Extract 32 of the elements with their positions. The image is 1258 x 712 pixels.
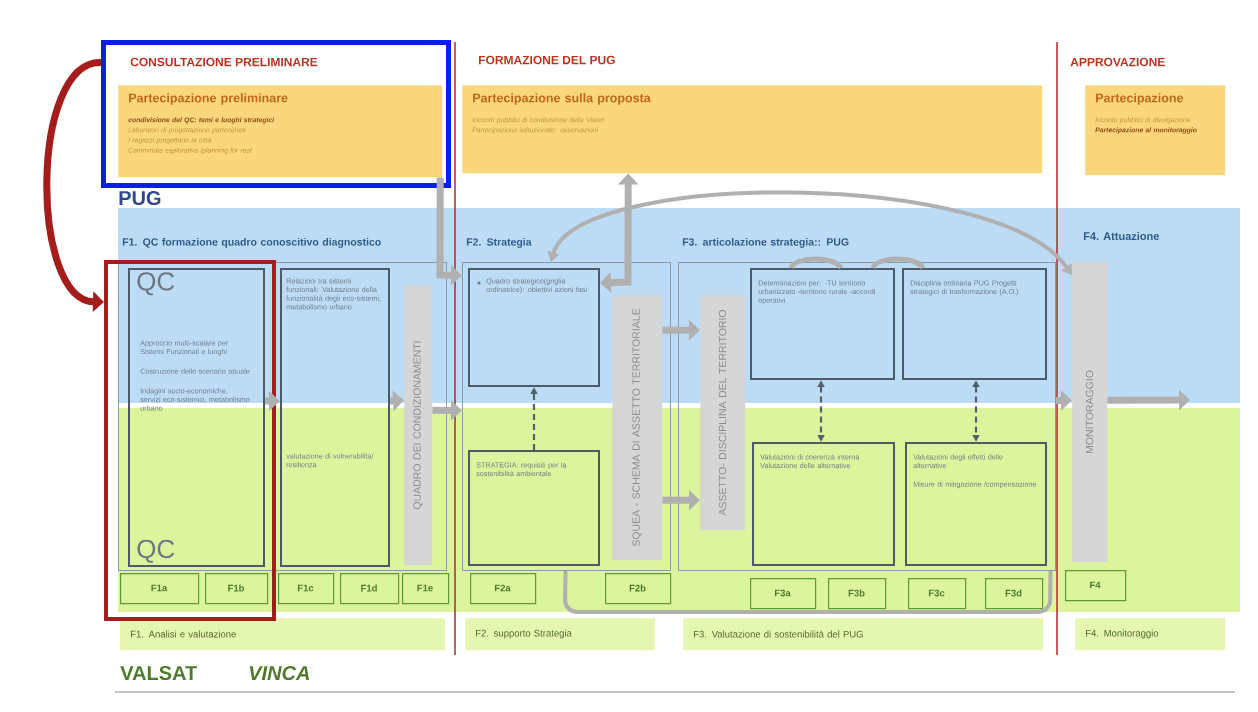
phase-tag: F3d [985, 578, 1044, 610]
cycle-arc [788, 256, 843, 270]
cycle-arc [870, 256, 925, 270]
phase-tag: F2a [470, 573, 537, 605]
node-label: F3. articolazione strategia:: PUG [682, 237, 849, 248]
section-heading: F4. Attuazione [1083, 231, 1159, 241]
section-title: VINCA [249, 665, 309, 681]
phase-tag: F3a [750, 578, 817, 610]
vertical-bar: ASSETTO- DISCIPLINA DEL TERRITORIO [700, 295, 746, 531]
summary-band: F3. Valutazione di sostenibilità del PUG [683, 618, 1044, 651]
phase-heading: CONSULTAZIONE PRELIMINARE [130, 57, 318, 67]
summary-band: F4. Monitoraggio [1075, 618, 1226, 651]
node-label: F1. QC formazione quadro conoscitivo diagnostico [122, 237, 381, 248]
highlight-frame [104, 260, 276, 621]
phase-heading: APPROVAZIONE [1070, 57, 1165, 67]
section-title: VALSAT [120, 665, 197, 681]
vertical-bar: MONITORAGGIO [1072, 262, 1108, 563]
summary-band: F1. Analisi e valutazione [120, 618, 446, 651]
phase-tag: F1e [402, 573, 450, 605]
vertical-bar: SQUEA - SCHEMA DI ASSETTO TERRITORIALE [612, 295, 663, 561]
section-title: PUG [119, 190, 161, 206]
phase-tag: F2b [605, 573, 672, 605]
vertical-bar: QUADRO DEI CONDIZIONAMENTI [404, 285, 433, 566]
phase-tag: F3b [828, 578, 887, 610]
highlight-frame [101, 40, 451, 188]
phase-tag: F3c [908, 578, 967, 610]
phase-heading: FORMAZIONE DEL PUG [479, 55, 615, 65]
phase-tag: F1c [278, 573, 335, 605]
node-label: F2. Strategia [466, 237, 532, 248]
phase-tag: F1d [340, 573, 400, 605]
summary-band: F2. supporto Strategia [465, 618, 656, 651]
phase-tag: F4 [1065, 570, 1127, 602]
